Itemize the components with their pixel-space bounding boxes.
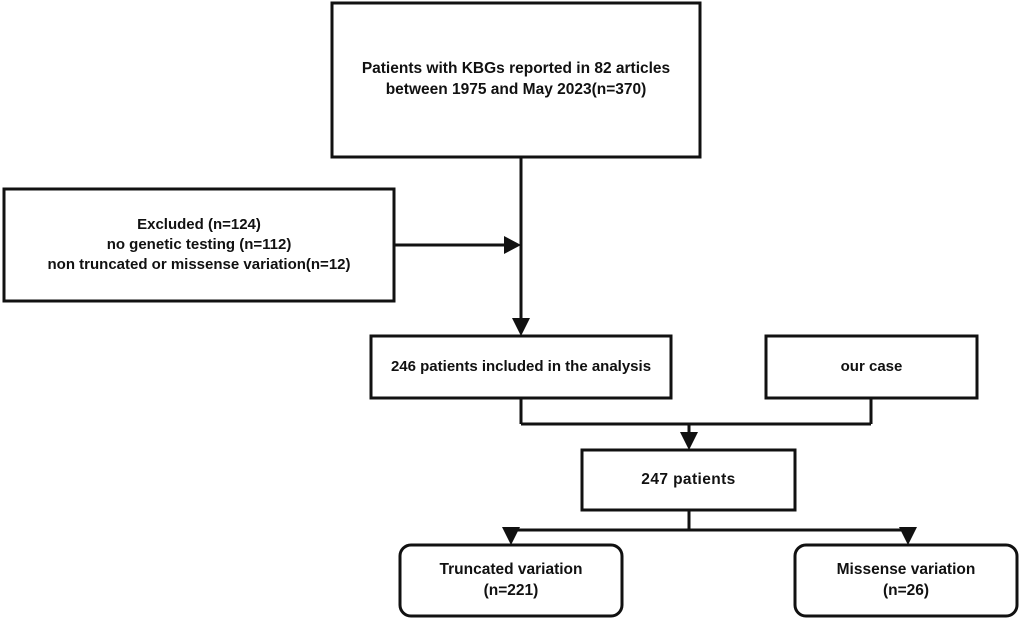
node-source-cohort [330,1,702,159]
arrowhead-split-to-truncated [502,527,520,545]
node-included-analysis [369,334,673,400]
node-our-case [764,334,979,400]
node-missense-variation [793,543,1019,618]
node-truncated-variation [398,543,624,618]
arrowhead-split-to-missense [899,527,917,545]
node-total-patients [580,448,797,512]
arrowhead-merge-to-total [680,432,698,450]
node-excluded-patients [2,187,396,303]
arrowhead-source-to-included [512,318,530,336]
arrowhead-excluded-to-trunk [504,236,521,254]
